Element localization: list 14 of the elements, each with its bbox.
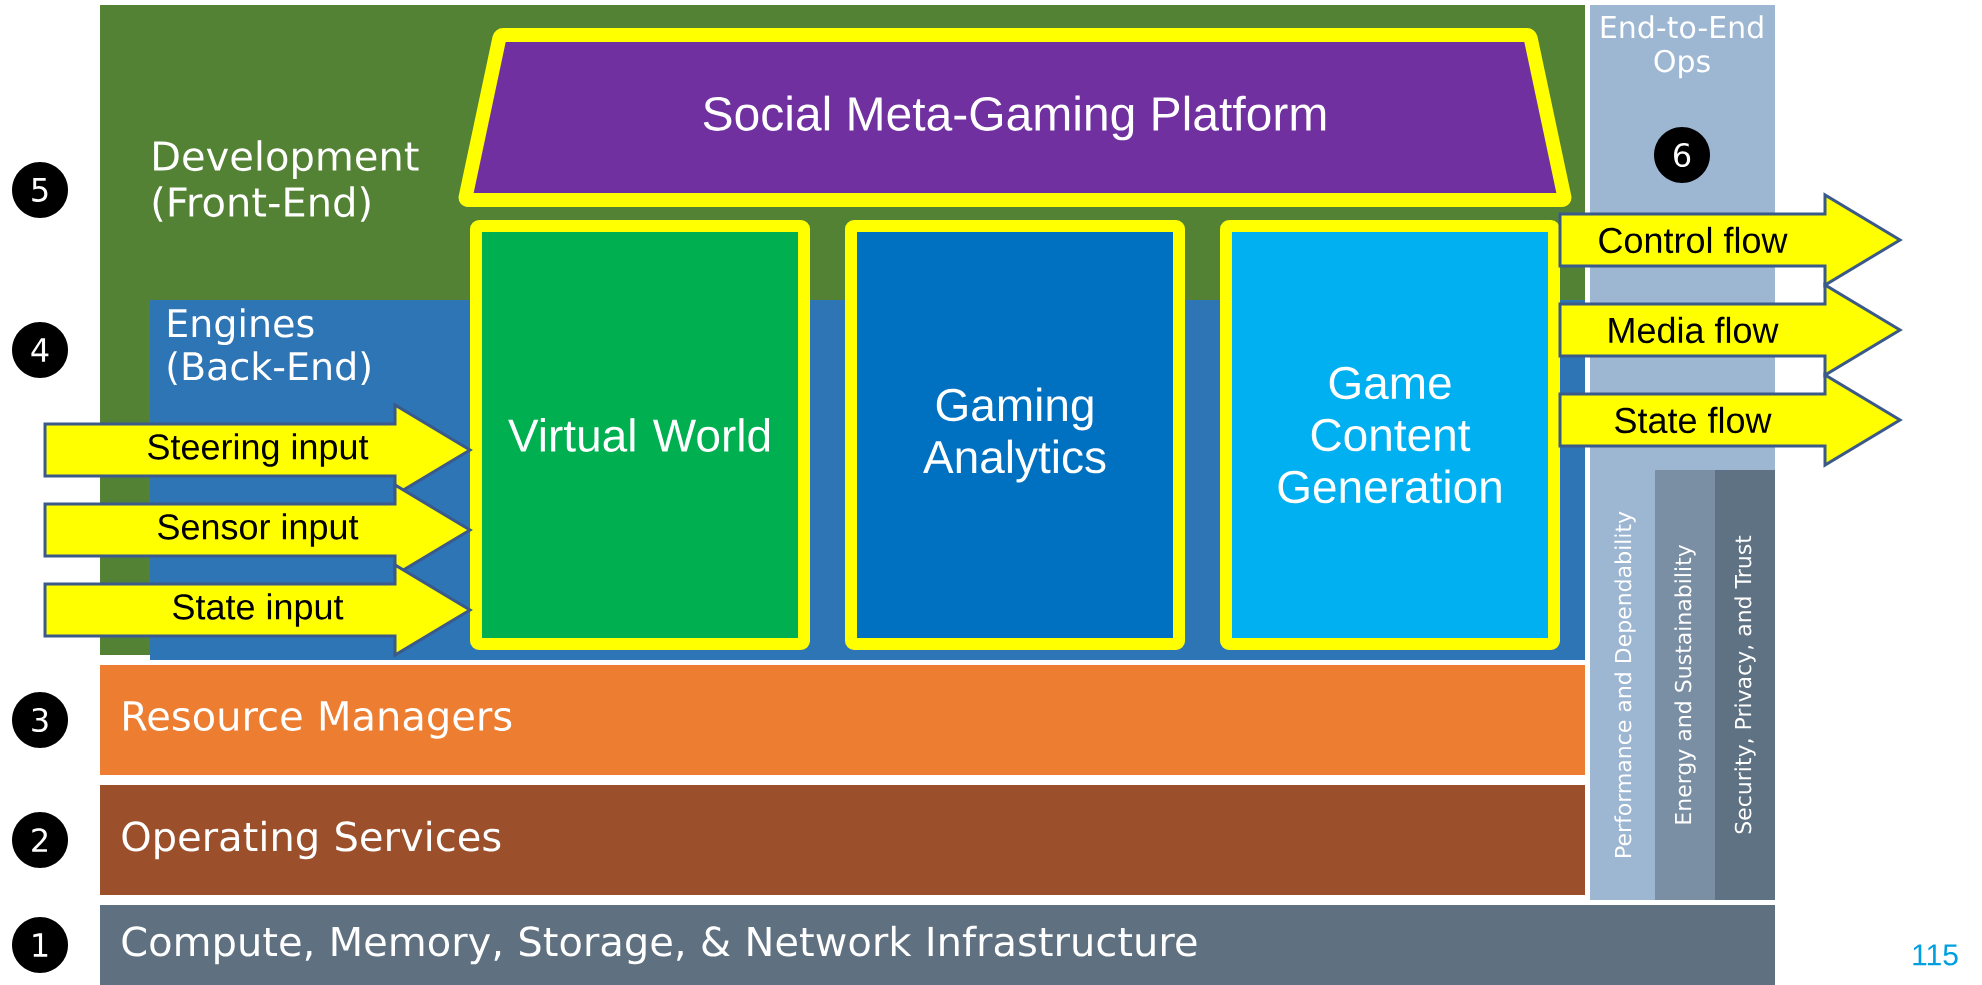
concern-bar: Energy and Sustainability	[1655, 470, 1715, 900]
layer-band: Compute, Memory, Storage, & Network Infrastructure	[100, 905, 1775, 985]
layer-band: Operating Services	[100, 785, 1585, 895]
component-box: Gaming Analytics	[845, 220, 1185, 650]
component-box: Virtual World	[470, 220, 810, 650]
page-number: 115	[1913, 944, 1958, 966]
arrow-label: Sensor input	[155, 512, 360, 548]
arrow-label: State input	[170, 592, 345, 628]
concern-bar: Performance and Dependability	[1595, 470, 1655, 900]
arrow-label: State flow	[1612, 405, 1773, 435]
component-box: Game Content Generation	[1220, 220, 1560, 650]
platform-trapezoid: Social Meta-Gaming Platform	[458, 28, 1572, 207]
layer-band: Resource Managers	[100, 665, 1585, 775]
concern-bar: Security, Privacy, and Trust	[1715, 470, 1775, 900]
